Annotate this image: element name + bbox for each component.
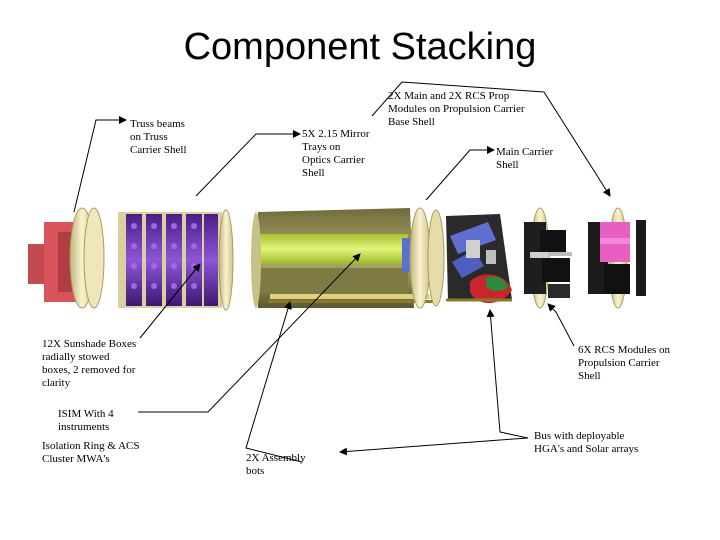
label-prop-modules: 2X Main and 2X RCS Prop Modules on Propu… bbox=[388, 90, 525, 128]
isolation-ring-module bbox=[28, 207, 105, 309]
page-title: Component Stacking bbox=[183, 26, 537, 68]
label-rcs-modules: 6X RCS Modules on Propulsion Carrier She… bbox=[578, 344, 670, 382]
main-carrier-module bbox=[409, 207, 445, 309]
rcs-module-stack bbox=[524, 207, 572, 309]
bus-module bbox=[446, 214, 512, 304]
label-truss-beams: Truss beams on Truss Carrier Shell bbox=[130, 118, 187, 156]
optics-carrier-module bbox=[251, 208, 434, 308]
leader-lines bbox=[73, 81, 611, 463]
label-main-carrier: Main Carrier Shell bbox=[496, 146, 554, 171]
label-assembly-bots: 2X Assembly bots bbox=[246, 452, 306, 477]
label-isim: ISIM With 4 instruments bbox=[58, 408, 114, 433]
label-bus: Bus with deployable HGA's and Solar arra… bbox=[534, 430, 639, 455]
truss-carrier-module bbox=[118, 209, 234, 311]
label-sunshade-boxes: 12X Sunshade Boxes radially stowed boxes… bbox=[42, 338, 137, 389]
prop-module-stack bbox=[588, 207, 646, 309]
label-isolation-ring: Isolation Ring & ACS Cluster MWA's bbox=[42, 440, 140, 465]
label-mirror-trays: 5X 2.15 Mirror Trays on Optics Carrier S… bbox=[302, 128, 370, 179]
